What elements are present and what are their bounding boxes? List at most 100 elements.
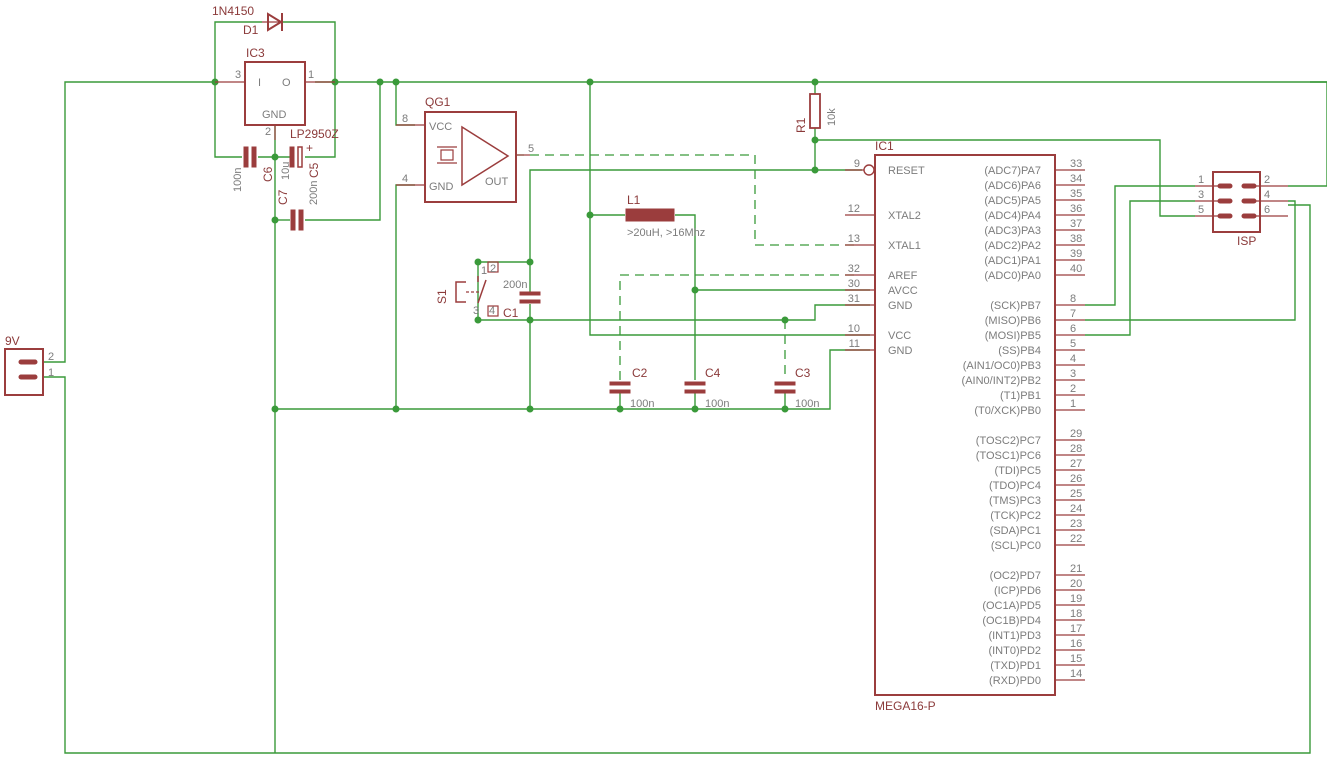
wires — [44, 21, 1327, 754]
l1-value: >20uH, >16Mhz — [627, 227, 705, 239]
battery-name: 9V — [5, 334, 20, 348]
ic1-pin-label: (ADC4)PA4 — [984, 210, 1041, 222]
ic1-pin-label: (TDI)PC5 — [995, 465, 1041, 477]
capacitor-c6: 100n C6 — [232, 146, 275, 192]
ic1-pin-number: 12 — [848, 203, 860, 215]
ic1-pin-label: (AIN1/OC0)PB3 — [963, 360, 1041, 372]
ic1-pin-label: AVCC — [888, 285, 918, 297]
c5-name: C5 — [307, 162, 321, 178]
ic1-pin-label: (SS)PB4 — [998, 345, 1041, 357]
qg1-pin-5: 5 — [528, 143, 534, 155]
ic1-pin-number: 21 — [1070, 563, 1082, 575]
oscillator-qg1: QG1 VCC GND OUT 8 4 5 — [396, 95, 534, 203]
isp-pin-2: 2 — [1264, 174, 1270, 186]
c6-name: C6 — [261, 166, 275, 182]
battery-pin-1: 1 — [48, 367, 54, 379]
ic1-pin-number: 13 — [848, 233, 860, 245]
ic1-pin-number: 28 — [1070, 443, 1082, 455]
c2-value: 100n — [630, 398, 654, 410]
c4-name: C4 — [705, 366, 721, 380]
ic1-pin-number: 10 — [848, 323, 860, 335]
ic1-pin-label: (ICP)PD6 — [994, 585, 1041, 597]
isp-pin-4: 4 — [1264, 189, 1270, 201]
ic1-pin-label: (OC2)PD7 — [990, 570, 1041, 582]
ic1-pin-label: (SCL)PC0 — [991, 540, 1041, 552]
ic1-pin-number: 35 — [1070, 188, 1082, 200]
ic1-pin-label: (ADC0)PA0 — [984, 270, 1041, 282]
s1-pin-4: 4 — [489, 305, 495, 317]
ic1-pin-label: (T1)PB1 — [1000, 390, 1041, 402]
ic1-pin-number: 9 — [854, 158, 860, 170]
ic1-pin-label: (MOSI)PB5 — [985, 330, 1041, 342]
ic3-value: LP2950Z — [290, 127, 339, 141]
ic1-pin-number: 26 — [1070, 473, 1082, 485]
ic3-pin-2: 2 — [265, 126, 271, 138]
ic3-pin-gnd: GND — [262, 109, 287, 121]
ic1-pin-number: 17 — [1070, 623, 1082, 635]
qg1-pin-4: 4 — [402, 173, 408, 185]
c2-name: C2 — [632, 366, 648, 380]
ic1-pin-number: 22 — [1070, 533, 1082, 545]
ic1-pin-label: (TXD)PD1 — [990, 660, 1041, 672]
d1-value: 1N4150 — [212, 4, 254, 18]
ic1-pin-label: (OC1A)PD5 — [982, 600, 1041, 612]
ic1-pin-number: 27 — [1070, 458, 1082, 470]
ic3-pin-in: I — [258, 77, 261, 89]
c3-name: C3 — [795, 366, 811, 380]
ic1-pin-number: 36 — [1070, 203, 1082, 215]
ic1-pin-number: 15 — [1070, 653, 1082, 665]
ic1-pin-label: (SCK)PB7 — [990, 300, 1041, 312]
ic1-pin-number: 33 — [1070, 158, 1082, 170]
ic1-pin-number: 16 — [1070, 638, 1082, 650]
regulator-ic3: IC3 I O GND 3 1 2 LP2950Z — [215, 46, 339, 141]
c7-value: 10u — [280, 162, 292, 180]
ic1-pin-number: 24 — [1070, 503, 1082, 515]
s1-pin-2: 2 — [490, 263, 496, 275]
ic1-pin-label: VCC — [888, 330, 911, 342]
ic3-name: IC3 — [246, 46, 265, 60]
s1-pin-1: 1 — [481, 265, 487, 277]
ic1-pin-number: 6 — [1070, 323, 1076, 335]
isp-pin-1: 1 — [1198, 174, 1204, 186]
c7-plus-mark: + — [306, 141, 313, 155]
ic1-pin-number: 5 — [1070, 338, 1076, 350]
ic1-pin-label: (TDO)PC4 — [989, 480, 1041, 492]
ic1-pin-label: (ADC5)PA5 — [984, 195, 1041, 207]
ic1-pin-label: (TOSC2)PC7 — [976, 435, 1041, 447]
capacitor-c3: C3 100n — [774, 366, 819, 410]
ic1-pin-label: (ADC1)PA1 — [984, 255, 1041, 267]
battery-connector: 9V 2 1 — [4, 334, 54, 396]
c4-value: 100n — [705, 398, 729, 410]
ic1-pin-number: 1 — [1070, 398, 1076, 410]
qg1-pin-out: OUT — [485, 176, 509, 188]
ic1-pin-number: 31 — [848, 293, 860, 305]
ic1-pin-label: AREF — [888, 270, 918, 282]
ic1-pin-number: 32 — [848, 263, 860, 275]
ic1-pin-label: (OC1B)PD4 — [982, 615, 1041, 627]
isp-connector: ISP 1 2 3 4 5 6 — [1195, 171, 1288, 248]
isp-pin-5: 5 — [1198, 204, 1204, 216]
d1-name: D1 — [243, 23, 259, 37]
ic1-pin-number: 19 — [1070, 593, 1082, 605]
diode-d1: 1N4150 D1 — [212, 4, 283, 37]
ic1-pin-number: 3 — [1070, 368, 1076, 380]
isp-pin-3: 3 — [1198, 189, 1204, 201]
ic1-pin-label: GND — [888, 345, 913, 357]
capacitor-c2: C2 100n — [609, 366, 654, 410]
ic1-pin-label: (ADC7)PA7 — [984, 165, 1041, 177]
ic1-pin-number: 20 — [1070, 578, 1082, 590]
ic1-pin-number: 4 — [1070, 353, 1076, 365]
ic1-pin-number: 7 — [1070, 308, 1076, 320]
r1-name: R1 — [794, 117, 808, 133]
l1-name: L1 — [627, 193, 641, 207]
ic1-pin-number: 18 — [1070, 608, 1082, 620]
ic1-pin-label: (SDA)PC1 — [990, 525, 1041, 537]
ic1-pin-label: (ADC2)PA2 — [984, 240, 1041, 252]
ic1-pin-number: 25 — [1070, 488, 1082, 500]
c6-value: 100n — [232, 168, 244, 192]
ic3-pin-1: 1 — [308, 69, 314, 81]
ic3-pin-3: 3 — [235, 69, 241, 81]
qg1-pin-gnd: GND — [429, 181, 454, 193]
ic1-name: IC1 — [875, 139, 894, 153]
